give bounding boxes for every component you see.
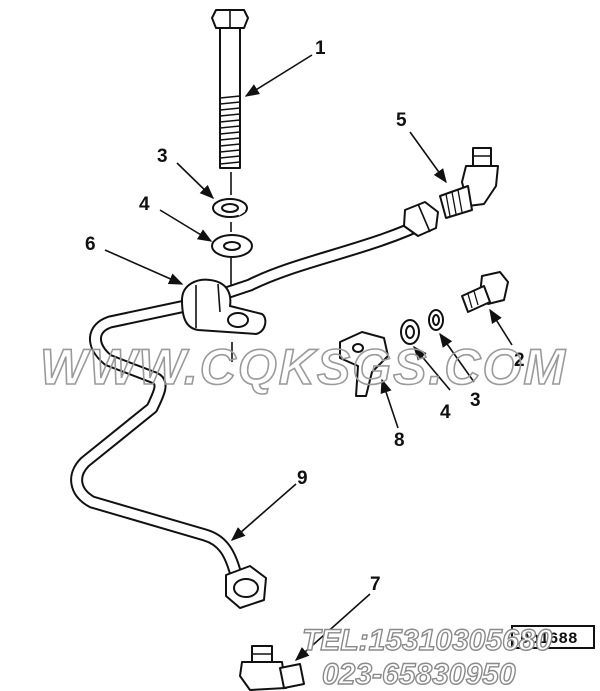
callout-1: 1 — [315, 38, 326, 59]
callout-4-top: 4 — [139, 194, 150, 215]
connector-7 — [239, 645, 305, 691]
tube-clamp-6 — [181, 278, 267, 335]
callout-3-top: 3 — [157, 146, 168, 167]
elbow-fitting-5 — [439, 147, 499, 219]
figure-code-box: 0p1688 — [511, 625, 595, 649]
callout-2: 2 — [514, 350, 525, 371]
callout-6: 6 — [85, 234, 96, 255]
callout-4-right: 4 — [440, 402, 451, 423]
oil-tube-9 — [70, 201, 439, 609]
watermark-site: WWW.CQKSGS.COM — [40, 339, 567, 395]
watermark-tel: TEL:15310305680 — [302, 624, 552, 657]
callout-3-right: 3 — [470, 390, 481, 411]
callout-9: 9 — [297, 468, 308, 489]
flat-washer-4 — [211, 234, 253, 258]
callout-7: 7 — [370, 574, 381, 595]
watermark-phone: 023-65830950 — [322, 658, 516, 691]
callout-8: 8 — [394, 430, 405, 451]
bolt-2 — [461, 271, 509, 313]
bolt-1 — [211, 9, 249, 362]
flat-washer-4-right — [400, 319, 420, 345]
figure-code: 0p1688 — [520, 630, 578, 648]
lock-washer-3 — [212, 198, 248, 218]
bracket-8 — [339, 331, 389, 397]
lock-washer-3-right — [428, 309, 444, 331]
callout-5: 5 — [396, 110, 407, 131]
